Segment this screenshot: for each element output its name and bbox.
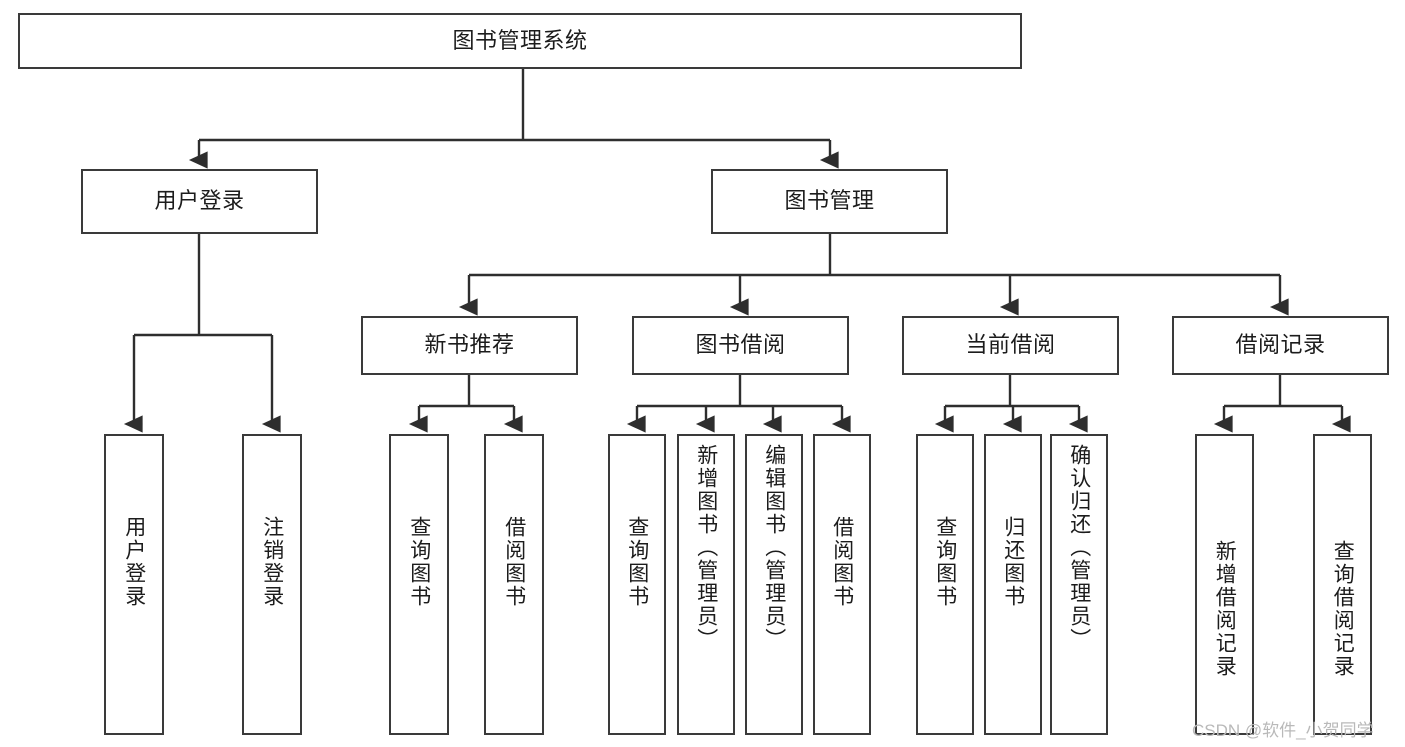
leaf-borrow-edit-book-label: 编辑图书（管理员） [762,444,786,651]
node-book-manage-label: 图书管理 [784,188,875,214]
leaf-borrow-add-book[interactable]: 新增图书（管理员） [677,434,735,735]
csdn-watermark: CSDN @软件_小贺同学 [1192,721,1374,740]
leaf-user-login-label: 用户登录 [122,516,146,608]
node-borrow-record-label: 借阅记录 [1235,332,1326,358]
node-new-book-recommend-label: 新书推荐 [424,332,515,358]
leaf-current-confirm-return-label: 确认归还（管理员） [1067,444,1091,651]
leaf-user-login[interactable]: 用户登录 [104,434,164,735]
leaf-record-add-label: 新增借阅记录 [1213,540,1237,678]
leaf-borrow-add-book-label: 新增图书（管理员） [694,444,718,651]
node-book-borrow-label: 图书借阅 [695,332,786,358]
node-book-borrow[interactable]: 图书借阅 [632,316,849,375]
node-book-manage[interactable]: 图书管理 [711,169,948,234]
leaf-current-return-book[interactable]: 归还图书 [984,434,1042,735]
leaf-record-add[interactable]: 新增借阅记录 [1195,434,1254,735]
leaf-record-search-label: 查询借阅记录 [1331,540,1355,678]
leaf-recommend-query-book[interactable]: 查询图书 [389,434,449,735]
leaf-current-query-book-label: 查询图书 [933,516,957,608]
leaf-recommend-borrow-book-label: 借阅图书 [502,516,526,608]
node-root-label: 图书管理系统 [452,27,588,53]
leaf-current-query-book[interactable]: 查询图书 [916,434,974,735]
leaf-logout-label: 注销登录 [260,516,284,608]
leaf-current-return-book-label: 归还图书 [1001,516,1025,608]
node-new-book-recommend[interactable]: 新书推荐 [361,316,578,375]
node-root[interactable]: 图书管理系统 [18,13,1022,69]
node-user-login[interactable]: 用户登录 [81,169,318,234]
node-current-borrow[interactable]: 当前借阅 [902,316,1119,375]
leaf-borrow-query-book-label: 查询图书 [625,516,649,608]
leaf-borrow-query-book[interactable]: 查询图书 [608,434,666,735]
leaf-borrow-borrow-book-label: 借阅图书 [830,516,854,608]
node-user-login-label: 用户登录 [154,188,245,214]
node-borrow-record[interactable]: 借阅记录 [1172,316,1389,375]
leaf-current-confirm-return[interactable]: 确认归还（管理员） [1050,434,1108,735]
leaf-logout[interactable]: 注销登录 [242,434,302,735]
node-current-borrow-label: 当前借阅 [965,332,1056,358]
leaf-recommend-borrow-book[interactable]: 借阅图书 [484,434,544,735]
leaf-borrow-edit-book[interactable]: 编辑图书（管理员） [745,434,803,735]
leaf-recommend-query-book-label: 查询图书 [407,516,431,608]
leaf-record-search[interactable]: 查询借阅记录 [1313,434,1372,735]
leaf-borrow-borrow-book[interactable]: 借阅图书 [813,434,871,735]
